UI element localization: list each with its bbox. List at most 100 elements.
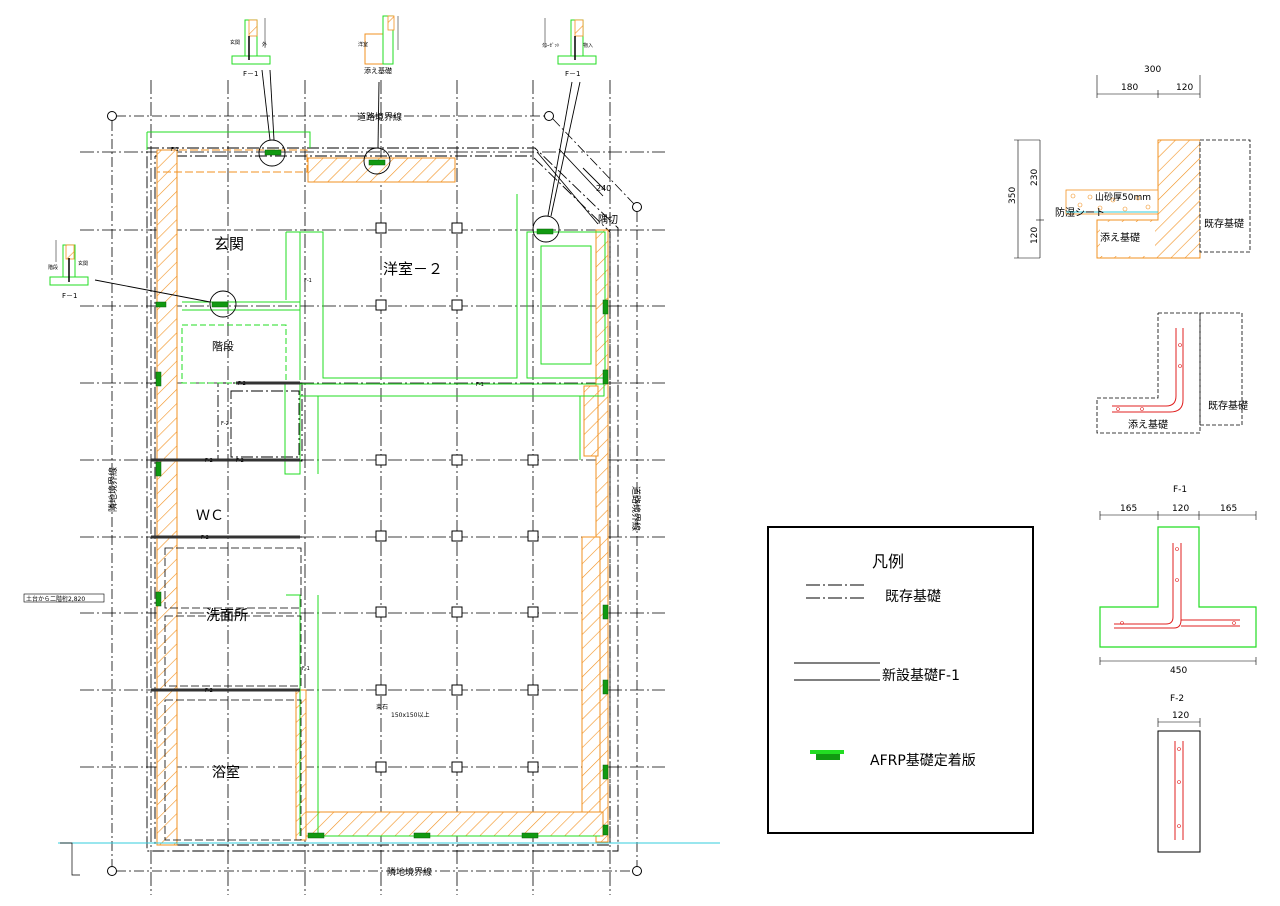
anchor-plate — [368, 159, 386, 166]
f-label: F-2 — [205, 688, 213, 694]
boundary-lines — [111, 115, 638, 872]
detail-f1-w1: 165 — [1120, 504, 1137, 514]
dim-240: 240 — [596, 184, 611, 193]
detail-top-sand: 山砂厚50mm — [1095, 191, 1151, 203]
interior-walls — [151, 381, 300, 692]
room-label-western: 洋室－２ — [383, 260, 443, 278]
legend-existing-label: 既存基礎 — [885, 588, 941, 605]
callout-1-right: 外 — [262, 41, 267, 48]
room-label-stairs: 階段 — [212, 339, 234, 353]
detail-f1: F-1 165 120 165 450 — [1099, 485, 1257, 676]
detail-f1-w2: 120 — [1172, 504, 1189, 514]
anchor-plate — [602, 824, 609, 836]
legend-existing-symbol — [806, 584, 866, 599]
detail-f1-title: F-1 — [1173, 485, 1187, 495]
f-label: F-1 — [476, 382, 484, 388]
callout-3-label: F－1 — [565, 70, 580, 78]
anchor-plate — [211, 301, 229, 308]
detail-top-existing: 既存基礎 — [1204, 217, 1244, 230]
anchor-plate — [155, 591, 162, 607]
anchor-plate — [602, 764, 609, 780]
f-label: F-2 — [221, 421, 229, 427]
anchor-plates — [155, 149, 609, 839]
base-stone — [451, 684, 463, 696]
floor-plan: 玄関 洋室－２ 階段 ＷＣ 洗面所 浴室 道路境界線 隣地境界線 道路境界線 隣… — [23, 69, 720, 895]
base-stone — [451, 299, 463, 311]
callout-detail-2: 洋室 添え基礎 — [358, 15, 399, 75]
callout-detail-4: 階段 玄関 F－1 — [48, 240, 89, 300]
legend-new-label: 新設基礎F-1 — [882, 667, 960, 684]
base-stone — [375, 761, 387, 773]
callout-4-left: 階段 — [48, 264, 58, 271]
callout-4-right: 玄関 — [78, 260, 88, 267]
detail-top-h-bottom: 120 — [1030, 227, 1040, 244]
base-stone — [375, 684, 387, 696]
corner-cut-note: 隅切 — [598, 214, 618, 226]
legend-title: 凡例 — [872, 552, 904, 571]
room-label-washroom: 洗面所 — [206, 608, 248, 624]
f-labels: F-1 F-1 F-1 F-1 F-2 F-2 F-2 F-2 F-2 F-2 — [171, 147, 484, 694]
callout-2-left: 洋室 — [358, 41, 368, 48]
base-stone — [451, 454, 463, 466]
callout-4-label: F－1 — [62, 292, 77, 300]
anchor-plate — [602, 604, 609, 620]
callout-leaders — [94, 69, 606, 318]
base-stone — [375, 606, 387, 618]
anchor-plate — [602, 369, 609, 385]
base-stone — [527, 454, 539, 466]
added-foundation — [156, 149, 609, 846]
new-foundation — [146, 131, 606, 837]
room-label-wc: ＷＣ — [196, 508, 224, 524]
f-label: F-2 — [238, 381, 246, 387]
base-stone — [451, 222, 463, 234]
detail-top-membrane: 防湿シート — [1055, 206, 1105, 219]
f-label: F-1 — [302, 666, 310, 672]
detail-f2-w: 120 — [1172, 711, 1189, 721]
f-label: F-2 — [201, 535, 209, 541]
anchor-plate — [602, 299, 609, 315]
legend-new-symbol — [794, 662, 880, 681]
base-stone — [527, 606, 539, 618]
detail-top-total-w: 300 — [1144, 65, 1161, 75]
base-stone — [375, 299, 387, 311]
interior-partitions — [164, 547, 302, 841]
detail-mid-existing: 既存基礎 — [1208, 399, 1248, 412]
legend: 凡例 既存基礎 新設基礎F-1 AFRP基礎定着版 — [767, 526, 1034, 834]
f-label: F-2 — [236, 458, 244, 464]
base-stone — [451, 761, 463, 773]
anchor-plate — [155, 371, 162, 387]
detail-f1-total: 450 — [1170, 666, 1187, 676]
detail-top-total-h: 350 — [1008, 187, 1018, 204]
floor-height-note: 土台から二階桁2,820 — [26, 595, 85, 603]
callout-detail-3: ｸﾛｰｾﾞｯﾄ 物入 F－1 — [542, 18, 597, 78]
callout-2-label: 添え基礎 — [364, 66, 392, 75]
base-stone-size-note: 150x150以上 — [391, 711, 429, 719]
anchor-plate — [155, 301, 167, 308]
anchor-plate — [536, 228, 554, 235]
room-label-entrance: 玄関 — [214, 235, 244, 253]
anchor-plate — [307, 832, 325, 839]
detail-top-h-top: 230 — [1030, 169, 1040, 186]
base-stone-note: 束石 — [376, 703, 388, 711]
detail-top-added: 添え基礎 — [1100, 231, 1140, 244]
base-stone — [375, 530, 387, 542]
legend-anchor-label: AFRP基礎定着版 — [870, 752, 976, 769]
anchor-plate — [155, 461, 162, 477]
detail-section-top: 300 180 120 350 230 120 山砂厚50mm 防湿シート 添え… — [1008, 65, 1251, 259]
callout-detail-1: 玄関 外 F－1 — [230, 18, 271, 78]
base-stone — [451, 530, 463, 542]
anchor-plate — [521, 832, 539, 839]
f-label: F-1 — [304, 278, 312, 284]
detail-mid-added: 添え基礎 — [1128, 418, 1168, 431]
sand-dots — [1070, 193, 1151, 212]
detail-f2-title: F-2 — [1170, 694, 1184, 704]
callout-3-left: ｸﾛｰｾﾞｯﾄ — [542, 42, 560, 49]
legend-anchor-symbol — [810, 750, 844, 760]
callout-1-left: 玄関 — [230, 39, 240, 46]
base-stone — [375, 454, 387, 466]
floor-height-box — [23, 593, 105, 603]
callout-1-label: F－1 — [243, 70, 258, 78]
detail-top-w-right: 120 — [1176, 83, 1193, 93]
base-stone — [527, 761, 539, 773]
